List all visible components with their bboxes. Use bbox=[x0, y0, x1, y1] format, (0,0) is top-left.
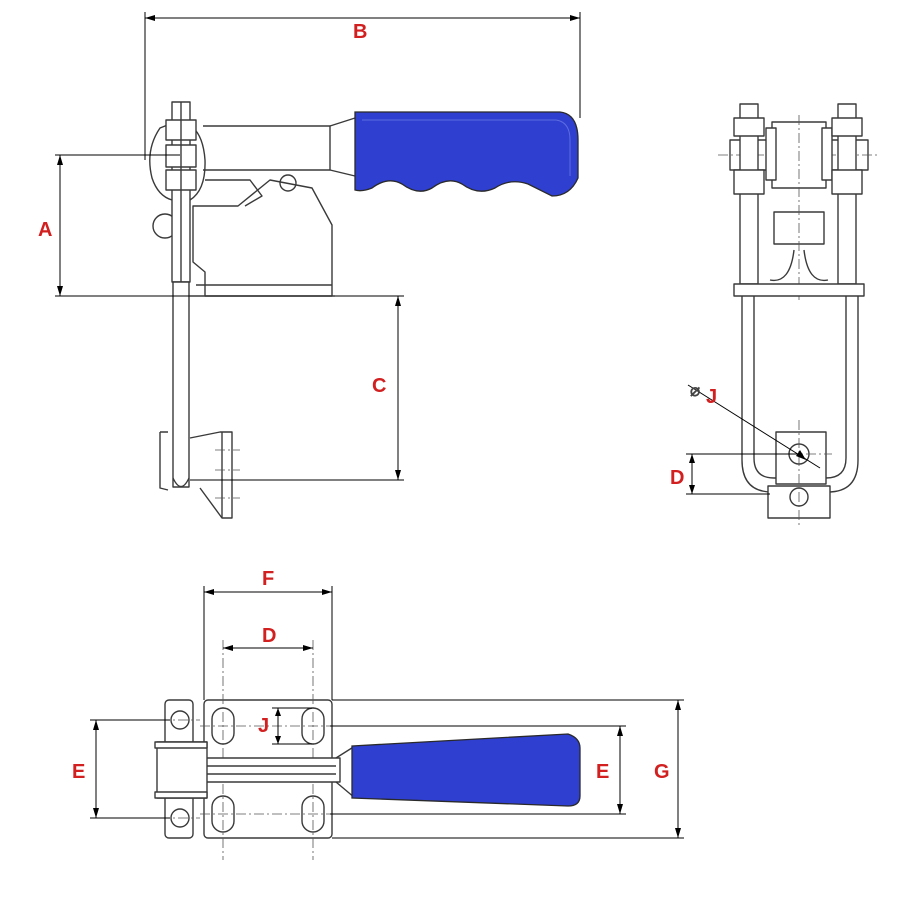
side-blue-grip bbox=[354, 111, 579, 197]
dim-c-arrow-top bbox=[395, 296, 401, 306]
dim-a-arrow-top bbox=[57, 155, 63, 165]
top-blue-grip bbox=[351, 733, 581, 807]
dim-g-label: G bbox=[654, 761, 670, 783]
dim-e-left-arrow-top bbox=[93, 720, 99, 730]
front-washer-right bbox=[821, 127, 833, 181]
side-handle-shaft bbox=[203, 125, 331, 171]
front-flange bbox=[733, 283, 865, 297]
dim-d-top-arrow-left bbox=[223, 645, 233, 651]
top-handle-shaft bbox=[199, 757, 341, 783]
dim-j-top-label: J bbox=[258, 715, 269, 737]
top-hole-upper bbox=[170, 710, 190, 730]
dim-d-front-arrow-bottom bbox=[689, 485, 695, 494]
top-spindle-flange-top bbox=[154, 741, 208, 749]
dim-g: G bbox=[332, 699, 684, 839]
dim-j-arrow bbox=[796, 450, 806, 460]
front-washer-left bbox=[765, 127, 777, 181]
dim-c-arrow-bottom bbox=[395, 470, 401, 480]
top-slot-br bbox=[301, 795, 325, 833]
side-link bbox=[205, 179, 263, 207]
top-slot-bl bbox=[211, 795, 235, 833]
top-spindle-flange-bottom bbox=[154, 791, 208, 799]
dim-b-label: B bbox=[353, 21, 367, 43]
dim-d-front-arrow-top bbox=[689, 454, 695, 463]
top-hole-lower bbox=[170, 808, 190, 828]
dim-g-arrow-top bbox=[675, 700, 681, 710]
dim-d-front: D bbox=[670, 453, 800, 495]
side-handle-taper-top bbox=[329, 117, 356, 127]
dim-a-label: A bbox=[38, 219, 52, 241]
dim-f-arrow-left bbox=[204, 589, 214, 595]
front-pad-block bbox=[775, 431, 827, 485]
dim-d-top-arrow-right bbox=[303, 645, 313, 651]
front-nut-left-low bbox=[733, 169, 765, 195]
dim-e-right: E bbox=[330, 725, 626, 815]
side-base-body bbox=[192, 179, 333, 297]
dim-f-arrow-right bbox=[322, 589, 332, 595]
side-pivot-pin bbox=[279, 174, 297, 192]
dim-e-right-label: E bbox=[596, 761, 609, 783]
dim-d-top-label: D bbox=[262, 625, 276, 647]
side-rod bbox=[172, 281, 190, 488]
front-nut-right-top bbox=[831, 117, 863, 137]
dim-e-left: E bbox=[72, 719, 170, 819]
side-view bbox=[149, 101, 579, 519]
side-bracket-right bbox=[189, 431, 233, 519]
side-bracket-left bbox=[159, 431, 169, 491]
dim-e-left-arrow-bottom bbox=[93, 808, 99, 818]
dim-g-arrow-bottom bbox=[675, 828, 681, 838]
dim-f: F bbox=[203, 568, 333, 700]
side-rod-tip bbox=[172, 477, 190, 488]
dim-b-arrow-left bbox=[145, 15, 155, 21]
dim-e-right-arrow-top bbox=[617, 726, 623, 736]
front-view bbox=[718, 103, 880, 528]
dim-d-top: D bbox=[223, 625, 313, 651]
dim-j-phi-symbol: ⌀ bbox=[690, 381, 701, 400]
dim-b: B bbox=[144, 12, 581, 160]
front-nut-right-low bbox=[831, 169, 863, 195]
dim-j-top-arrow-bottom bbox=[275, 736, 281, 744]
dim-e-right-arrow-bottom bbox=[617, 804, 623, 814]
dim-b-arrow-right bbox=[570, 15, 580, 21]
dim-j-top-arrow-top bbox=[275, 708, 281, 716]
front-inner-arms bbox=[769, 249, 829, 282]
dim-j-front-label: J bbox=[706, 386, 717, 408]
side-grip-highlight bbox=[362, 119, 571, 176]
dim-j-top: J bbox=[258, 707, 312, 745]
dim-a: A bbox=[38, 154, 190, 297]
front-nut-left-top bbox=[733, 117, 765, 137]
dim-d-front-label: D bbox=[670, 467, 684, 489]
dim-f-label: F bbox=[262, 568, 274, 590]
top-view bbox=[154, 640, 581, 860]
dim-c-label: C bbox=[372, 375, 386, 397]
dim-a-arrow-bottom bbox=[57, 286, 63, 296]
dim-e-left-label: E bbox=[72, 761, 85, 783]
top-spindle-head bbox=[156, 741, 208, 799]
dim-c: C bbox=[190, 295, 404, 481]
side-handle-taper-bottom bbox=[329, 169, 356, 177]
